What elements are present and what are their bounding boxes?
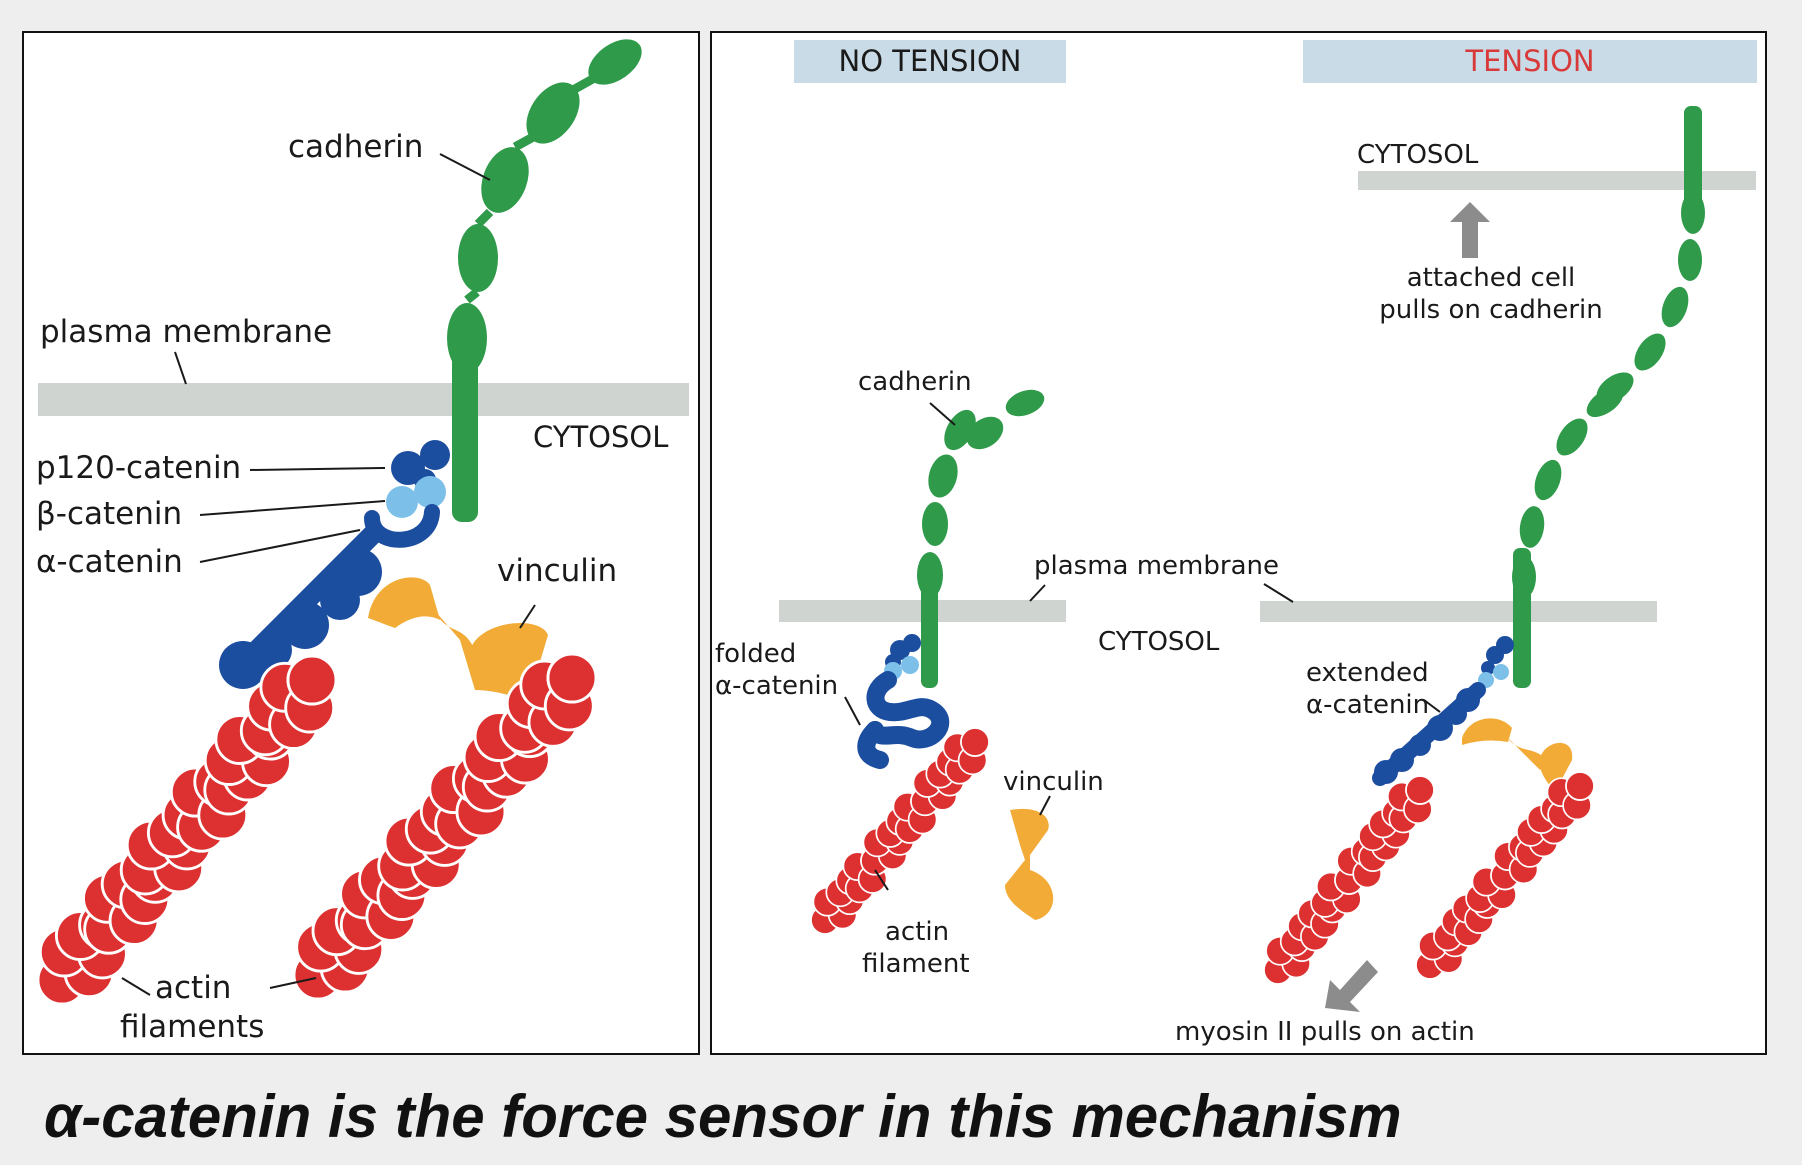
nt-cadherin bbox=[917, 389, 1045, 688]
t-membrane bbox=[1260, 601, 1657, 622]
down-left-arrow-icon bbox=[1325, 960, 1378, 1012]
t-extended-alpha-catenin bbox=[1372, 682, 1486, 786]
tension-header-bg bbox=[1303, 40, 1757, 83]
t-cytosol-label: CYTOSOL bbox=[1357, 140, 1479, 170]
actin-bead bbox=[1565, 771, 1595, 801]
t-attached-label-line1: attached cell bbox=[1407, 263, 1576, 293]
t-extended-label-line1: extended bbox=[1306, 658, 1429, 688]
left-cadherin-label: cadherin bbox=[288, 129, 423, 165]
left-actin-label-line1: actin bbox=[155, 970, 231, 1006]
t-top-membrane bbox=[1358, 171, 1756, 190]
t-leader-lines bbox=[1263, 583, 1441, 713]
left-p120-catenin-label: p120-catenin bbox=[36, 450, 241, 486]
nt-actin-label-line2: filament bbox=[862, 949, 970, 979]
nt-vinculin bbox=[1005, 808, 1054, 920]
t-p120-catenin bbox=[1481, 636, 1514, 675]
up-arrow-icon bbox=[1450, 202, 1490, 258]
t-vinculin bbox=[1462, 718, 1573, 792]
nt-vinculin-label: vinculin bbox=[1003, 767, 1104, 797]
caption: α-catenin is the force sensor in this me… bbox=[44, 1083, 1402, 1150]
left-leader-lines bbox=[121, 153, 536, 996]
nt-actin-label-line1: actin bbox=[885, 917, 949, 947]
left-membrane bbox=[38, 383, 689, 416]
t-actin-filament-1 bbox=[1263, 775, 1435, 985]
tension-header: TENSION bbox=[1464, 44, 1594, 78]
nt-folded-alpha-catenin bbox=[857, 671, 950, 769]
no-tension-header-bg bbox=[794, 40, 1066, 83]
actin-bead bbox=[286, 654, 338, 706]
no-tension-header: NO TENSION bbox=[839, 44, 1022, 78]
left-beta-catenin-label: β-catenin bbox=[36, 496, 182, 532]
right-panel-frame bbox=[710, 31, 1767, 1055]
nt-folded-label-line2: α-catenin bbox=[715, 671, 838, 701]
left-vinculin-label: vinculin bbox=[497, 553, 617, 589]
left-actin-filament-2 bbox=[292, 652, 598, 1001]
left-beta-catenin bbox=[386, 476, 446, 518]
left-cytosol-label: CYTOSOL bbox=[533, 420, 668, 454]
nt-plasma-membrane-label: plasma membrane bbox=[1034, 551, 1279, 581]
actin-bead bbox=[1405, 775, 1435, 805]
t-myosin-label: myosin II pulls on actin bbox=[1175, 1017, 1475, 1047]
t-attached-label-line2: pulls on cadherin bbox=[1379, 295, 1603, 325]
t-cadherin bbox=[1512, 106, 1705, 688]
nt-cytosol-label: CYTOSOL bbox=[1098, 627, 1220, 657]
left-vinculin bbox=[368, 577, 548, 697]
left-actin-label-line2: filaments bbox=[120, 1009, 264, 1045]
left-alpha-catenin bbox=[219, 504, 440, 689]
left-cadherin bbox=[447, 39, 642, 522]
nt-leader-lines bbox=[844, 402, 1051, 891]
left-plasma-membrane-label: plasma membrane bbox=[40, 314, 332, 350]
left-alpha-catenin-label: α-catenin bbox=[36, 544, 183, 580]
left-actin-filament-1 bbox=[36, 654, 338, 1006]
actin-bead bbox=[960, 727, 990, 757]
nt-folded-label-line1: folded bbox=[715, 639, 796, 669]
nt-cadherin-label: cadherin bbox=[858, 367, 972, 397]
t-extended-label-line2: α-catenin bbox=[1306, 690, 1429, 720]
nt-actin-filament bbox=[810, 727, 990, 935]
actin-bead bbox=[546, 652, 598, 704]
t-actin-filament-2 bbox=[1415, 771, 1595, 980]
